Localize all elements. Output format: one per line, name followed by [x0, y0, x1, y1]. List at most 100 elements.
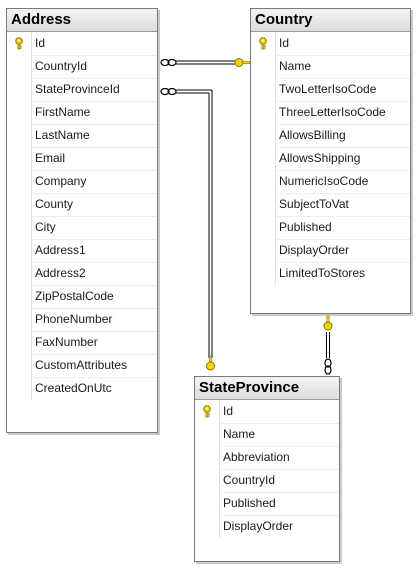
column-row-allowsshipping[interactable]: AllowsShipping [251, 147, 410, 170]
column-row-threeletterisocode[interactable]: ThreeLetterIsoCode [251, 101, 410, 124]
column-row-numericisocode[interactable]: NumericIsoCode [251, 170, 410, 193]
row-selector[interactable] [7, 193, 32, 216]
column-row-abbreviation[interactable]: Abbreviation [195, 446, 339, 469]
row-divider [31, 216, 157, 217]
row-selector[interactable] [195, 446, 220, 469]
column-row-county[interactable]: County [7, 193, 157, 216]
row-selector[interactable] [195, 492, 220, 515]
column-row-limitedtostores[interactable]: LimitedToStores [251, 262, 410, 285]
column-name: LimitedToStores [279, 266, 366, 280]
row-divider [31, 170, 157, 171]
relationship-address-stateprovince[interactable] [160, 87, 215, 371]
row-divider [219, 469, 339, 470]
column-row-countryid[interactable]: CountryId [195, 469, 339, 492]
column-row-displayorder[interactable]: DisplayOrder [195, 515, 339, 538]
row-selector[interactable] [7, 262, 32, 285]
column-row-lastname[interactable]: LastName [7, 124, 157, 147]
table-title: StateProvince [195, 377, 339, 400]
row-selector[interactable] [7, 308, 32, 331]
column-row-address1[interactable]: Address1 [7, 239, 157, 262]
column-row-id[interactable]: Id [251, 32, 410, 55]
row-selector[interactable] [7, 147, 32, 170]
column-row-address2[interactable]: Address2 [7, 262, 157, 285]
row-selector[interactable] [7, 170, 32, 193]
row-selector[interactable] [7, 239, 32, 262]
column-name: PhoneNumber [35, 312, 113, 326]
row-selector[interactable] [7, 285, 32, 308]
row-selector[interactable] [7, 331, 32, 354]
column-row-id[interactable]: Id [195, 400, 339, 423]
row-selector[interactable] [195, 469, 220, 492]
column-row-company[interactable]: Company [7, 170, 157, 193]
row-divider [275, 55, 410, 56]
row-selector[interactable] [7, 377, 32, 400]
column-name: LastName [35, 128, 90, 142]
row-selector[interactable] [251, 55, 276, 78]
row-selector[interactable] [7, 101, 32, 124]
infinity-icon [324, 358, 332, 375]
row-selector[interactable] [251, 239, 276, 262]
row-divider [275, 101, 410, 102]
key-icon [203, 405, 211, 418]
column-row-email[interactable]: Email [7, 147, 157, 170]
column-row-published[interactable]: Published [251, 216, 410, 239]
row-selector[interactable] [7, 124, 32, 147]
row-selector[interactable] [7, 216, 32, 239]
column-name: Published [279, 220, 332, 234]
row-selector[interactable] [251, 193, 276, 216]
table-title: Address [7, 9, 157, 32]
row-selector[interactable] [7, 55, 32, 78]
column-name: CreatedOnUtc [35, 381, 112, 395]
column-row-city[interactable]: City [7, 216, 157, 239]
column-row-name[interactable]: Name [195, 423, 339, 446]
column-row-customattributes[interactable]: CustomAttributes [7, 354, 157, 377]
infinity-icon [160, 58, 177, 67]
column-name: DisplayOrder [223, 519, 294, 533]
row-selector[interactable] [7, 354, 32, 377]
row-selector[interactable] [251, 147, 276, 170]
column-row-stateprovinceid[interactable]: StateProvinceId [7, 78, 157, 101]
row-selector[interactable] [7, 32, 32, 55]
row-divider [31, 262, 157, 263]
column-row-published[interactable]: Published [195, 492, 339, 515]
row-selector[interactable] [251, 78, 276, 101]
column-row-firstname[interactable]: FirstName [7, 101, 157, 124]
table-title: Country [251, 9, 410, 32]
column-name: DisplayOrder [279, 243, 350, 257]
relationship-country-stateprovince[interactable] [323, 315, 333, 375]
relationship-address-country[interactable] [160, 58, 251, 67]
key-icon [15, 37, 23, 50]
row-divider [275, 170, 410, 171]
row-selector[interactable] [251, 124, 276, 147]
row-selector[interactable] [251, 262, 276, 285]
row-selector[interactable] [251, 170, 276, 193]
column-row-twoletterisocode[interactable]: TwoLetterIsoCode [251, 78, 410, 101]
row-selector[interactable] [251, 216, 276, 239]
row-divider [31, 147, 157, 148]
row-selector[interactable] [195, 515, 220, 538]
column-row-subjecttovat[interactable]: SubjectToVat [251, 193, 410, 216]
column-name: Name [223, 427, 256, 441]
column-row-allowsbilling[interactable]: AllowsBilling [251, 124, 410, 147]
column-name: County [35, 197, 74, 211]
row-selector[interactable] [251, 32, 276, 55]
column-row-countryid[interactable]: CountryId [7, 55, 157, 78]
column-name: ZipPostalCode [35, 289, 114, 303]
column-row-name[interactable]: Name [251, 55, 410, 78]
column-row-displayorder[interactable]: DisplayOrder [251, 239, 410, 262]
row-selector[interactable] [7, 78, 32, 101]
column-row-phonenumber[interactable]: PhoneNumber [7, 308, 157, 331]
row-selector[interactable] [251, 101, 276, 124]
row-divider [275, 239, 410, 240]
row-selector[interactable] [195, 400, 220, 423]
column-row-zippostalcode[interactable]: ZipPostalCode [7, 285, 157, 308]
row-selector[interactable] [195, 423, 220, 446]
column-row-createdonutc[interactable]: CreatedOnUtc [7, 377, 157, 400]
column-row-id[interactable]: Id [7, 32, 157, 55]
row-divider [31, 124, 157, 125]
column-row-faxnumber[interactable]: FaxNumber [7, 331, 157, 354]
row-divider [275, 193, 410, 194]
